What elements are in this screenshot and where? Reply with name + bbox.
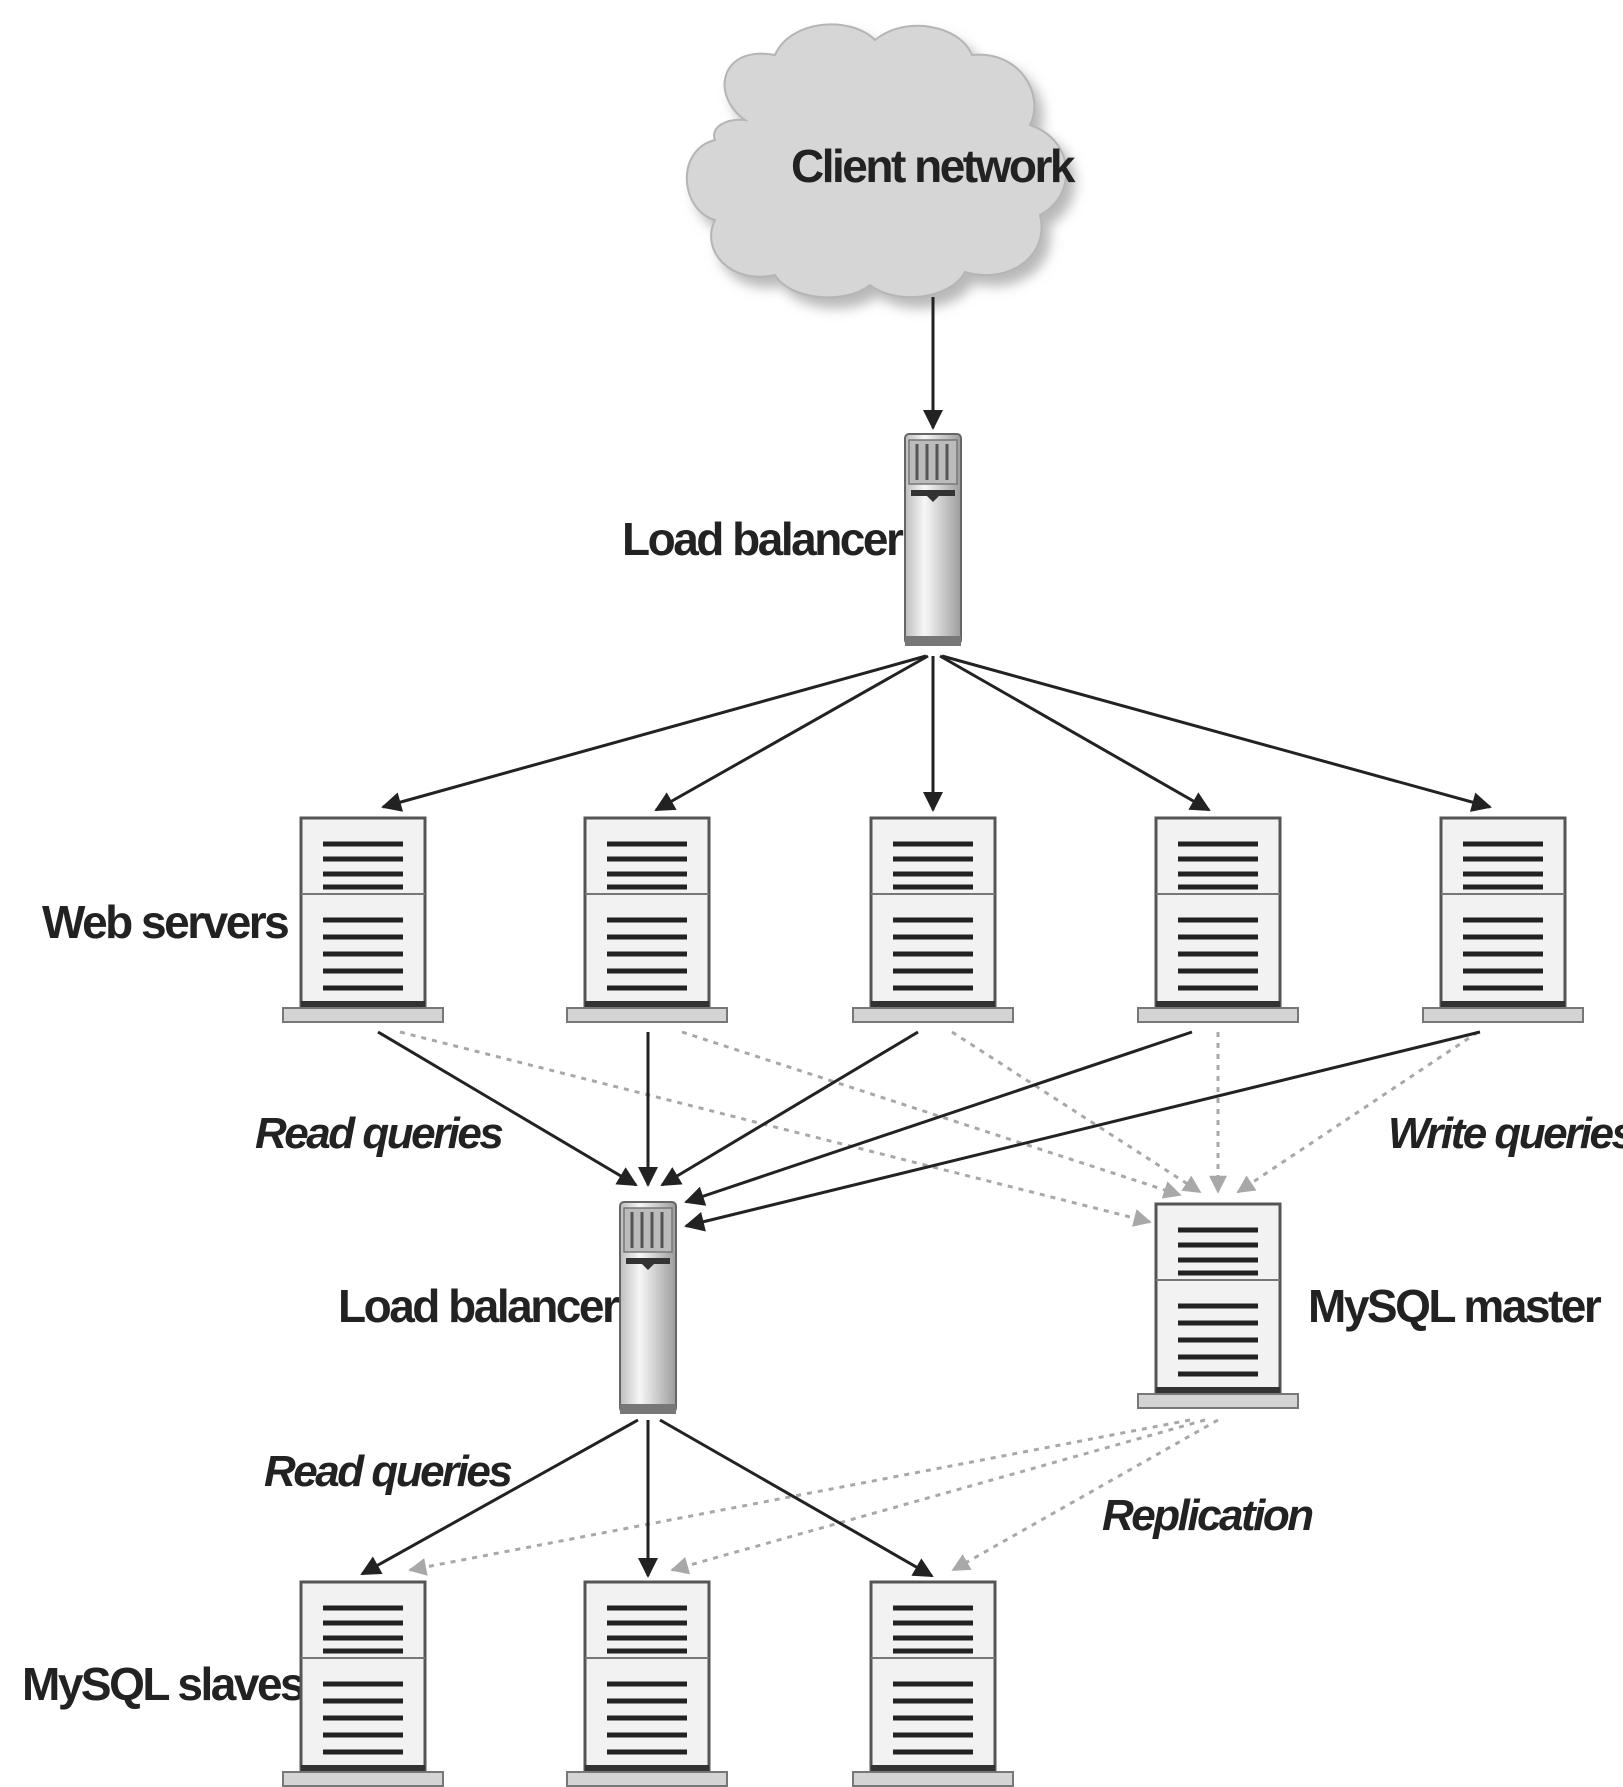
top-load-balancer: Load balancer	[622, 432, 963, 648]
web-servers: Web servers	[42, 818, 1583, 1022]
db-load-balancer-label: Load balancer	[338, 1280, 620, 1332]
mysql-master: MySQL master	[1138, 1204, 1604, 1408]
web-server-icon	[1138, 818, 1298, 1022]
arrows-read-queries-lower	[360, 1418, 934, 1578]
web-servers-label: Web servers	[42, 896, 288, 948]
replication-label: Replication	[1102, 1491, 1313, 1540]
arrows-write-queries	[399, 1030, 1479, 1227]
web-server-icon	[567, 818, 727, 1022]
client-network-label: Client network	[791, 140, 1076, 192]
mysql-slaves-label: MySQL slaves	[22, 1658, 304, 1710]
mysql-slaves: MySQL slaves	[22, 1582, 1013, 1786]
client-network-cloud: Client network	[685, 23, 1078, 299]
mysql-master-icon	[1138, 1204, 1298, 1408]
db-load-balancer: Load balancer	[338, 1200, 678, 1416]
mysql-slave-icon	[283, 1582, 443, 1786]
arrows-replication	[408, 1418, 1219, 1576]
load-balancer-icon	[618, 1200, 678, 1416]
arrows-lb-to-web-servers	[381, 654, 1492, 812]
write-queries-label: Write queries	[1388, 1109, 1623, 1158]
web-server-icon	[1423, 818, 1583, 1022]
mysql-slave-icon	[567, 1582, 727, 1786]
arrows-read-queries-upper	[377, 1030, 1481, 1232]
read-queries-lower-label: Read queries	[264, 1447, 511, 1496]
web-server-icon	[283, 818, 443, 1022]
read-queries-upper-label: Read queries	[255, 1109, 502, 1158]
load-balancer-icon	[903, 432, 963, 648]
mysql-master-label: MySQL master	[1308, 1280, 1602, 1332]
web-server-icon	[853, 818, 1013, 1022]
mysql-slave-icon	[853, 1582, 1013, 1786]
top-load-balancer-label: Load balancer	[622, 513, 904, 565]
